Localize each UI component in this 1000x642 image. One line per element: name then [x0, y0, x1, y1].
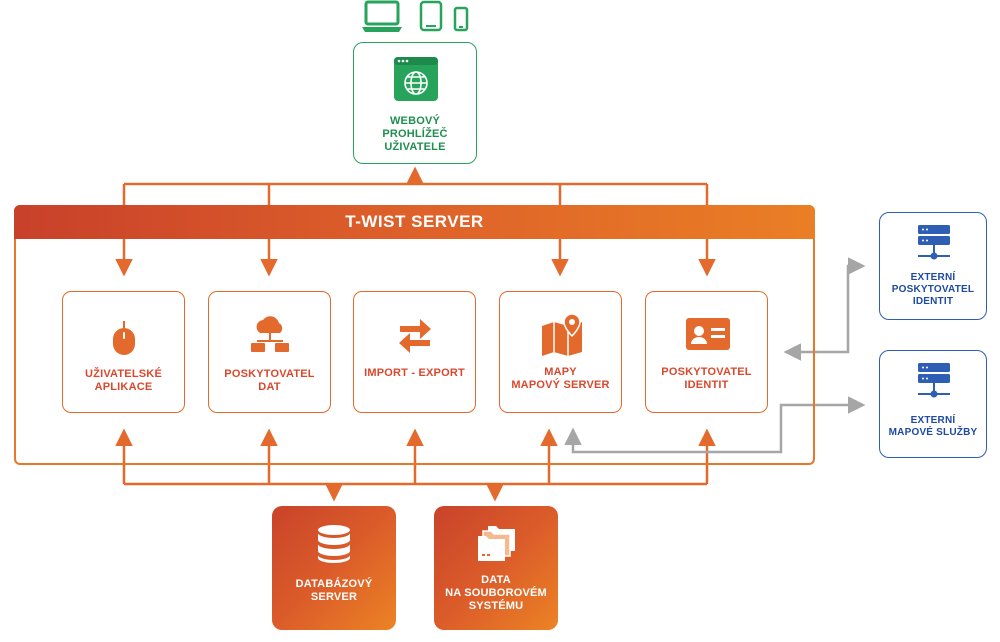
mouse-icon [113, 321, 135, 355]
client-devices [362, 0, 469, 32]
module-label: POSKYTOVATEL IDENTIT [661, 366, 752, 391]
module-label: POSKYTOVATEL DAT [224, 368, 315, 393]
external-map-services: EXTERNÍ MAPOVÉ SLUŽBY [879, 350, 987, 458]
module-import-export: IMPORT - EXPORT [353, 291, 476, 413]
storage-filesystem-data: DATA NA SOUBOROVÉM SYSTÉMU [434, 506, 558, 630]
external-label: EXTERNÍ POSKYTOVATEL IDENTIT [891, 272, 975, 307]
storage-label: DATABÁZOVÝ SERVER [295, 578, 373, 603]
server-network-icon [918, 225, 950, 260]
module-identity-provider: POSKYTOVATEL IDENTIT [645, 291, 768, 413]
cloud-network-icon [251, 316, 289, 352]
folders-icon [478, 526, 515, 561]
module-label: MAPY MAPOVÝ SERVER [511, 366, 610, 391]
phone-icon [453, 6, 469, 32]
module-label: UŽIVATELSKÉ APLIKACE [85, 368, 162, 393]
user-web-browser-box: WEBOVÝ PROHLÍŽEČ UŽIVATELE [353, 42, 477, 164]
external-label: EXTERNÍ MAPOVÉ SLUŽBY [888, 415, 978, 438]
module-user-apps: UŽIVATELSKÉ APLIKACE [62, 291, 185, 413]
tablet-icon [419, 0, 443, 32]
globe-window-icon [394, 57, 438, 101]
module-maps-server: MAPY MAPOVÝ SERVER [499, 291, 622, 413]
module-data-provider: POSKYTOVATEL DAT [208, 291, 331, 413]
external-identity-provider: EXTERNÍ POSKYTOVATEL IDENTIT [879, 212, 987, 320]
server-title: T-WIST SERVER [14, 205, 815, 239]
database-icon [318, 525, 350, 563]
module-label: IMPORT - EXPORT [364, 367, 465, 379]
swap-arrows-icon [399, 319, 431, 353]
browser-label: WEBOVÝ PROHLÍŽEČ UŽIVATELE [382, 115, 448, 153]
server-network-icon [918, 363, 950, 398]
storage-label: DATA NA SOUBOROVÉM SYSTÉMU [445, 574, 547, 612]
laptop-icon [362, 0, 402, 32]
id-card-icon [686, 318, 730, 350]
map-pin-icon [542, 313, 582, 356]
storage-database-server: DATABÁZOVÝ SERVER [272, 506, 396, 630]
